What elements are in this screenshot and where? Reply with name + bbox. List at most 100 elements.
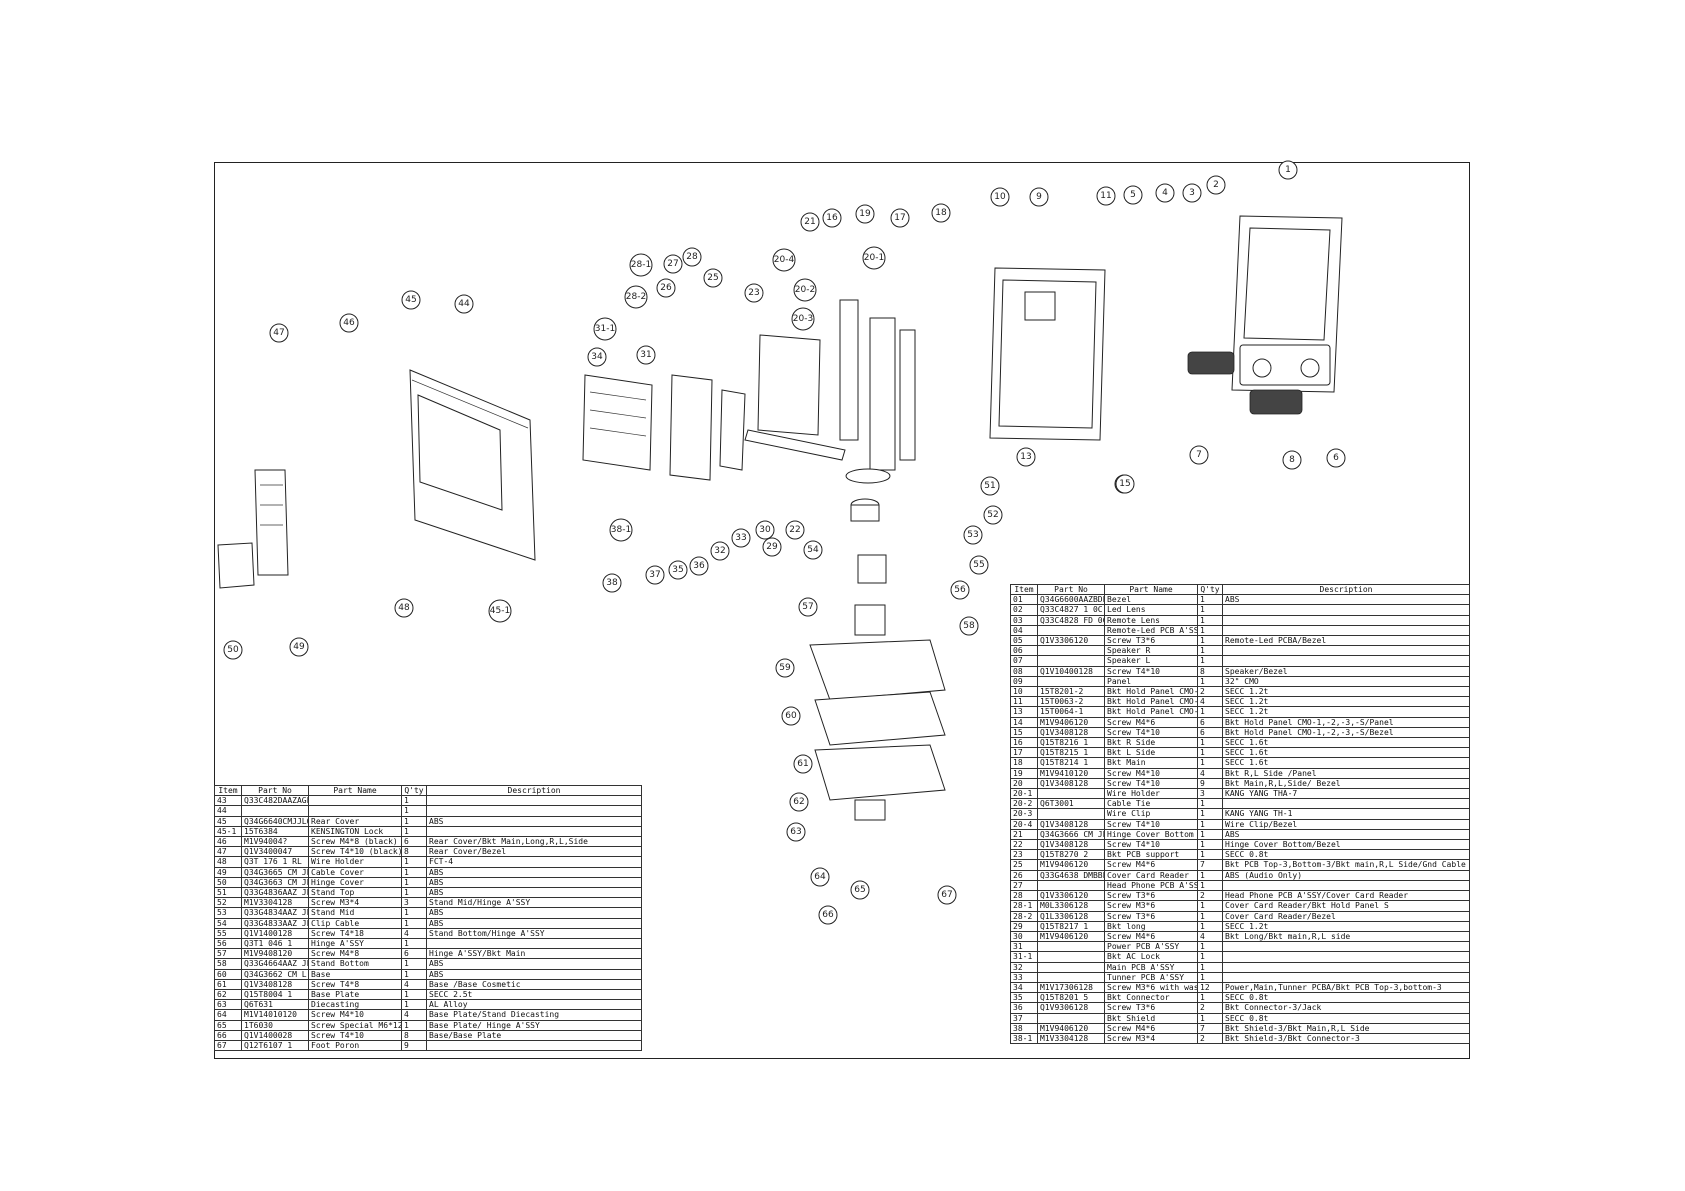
cell-description: SECC 1.6t <box>1222 737 1470 749</box>
balloon-10: 10 <box>990 187 1010 207</box>
balloon-circle <box>789 792 809 812</box>
balloon-callouts: 12345678910111314151617181920-120-220-32… <box>223 160 1346 925</box>
cell-part-no <box>1037 675 1105 688</box>
cell-description: SECC 1.2t <box>1222 696 1470 708</box>
cell-item: 05 <box>1010 635 1038 647</box>
header-item: Item <box>214 784 242 797</box>
cell-item: 60 <box>214 968 242 980</box>
balloon-23: 23 <box>744 283 764 303</box>
balloon-37: 37 <box>645 565 665 585</box>
cell-qty: 1 <box>401 938 427 950</box>
balloon-label: 48 <box>398 603 410 613</box>
cell-part-name: Stand Mid <box>308 907 402 919</box>
balloon-circle <box>850 880 870 900</box>
cell-description <box>1222 961 1470 973</box>
cell-qty: 1 <box>401 999 427 1011</box>
balloon-label: 60 <box>785 711 797 721</box>
cell-description <box>1222 604 1470 616</box>
balloon-label: 63 <box>790 827 801 837</box>
cell-part-no <box>1037 1012 1105 1024</box>
cell-qty: 1 <box>1197 971 1223 983</box>
balloon-50: 50 <box>223 640 243 660</box>
balloon-64: 64 <box>810 867 830 887</box>
balloon-31-1: 31-1 <box>593 317 617 341</box>
balloon-label: 33 <box>735 533 746 543</box>
cell-description: Head Phone PCB A'SSY/Cover Card Reader <box>1222 890 1470 902</box>
cell-item: 36 <box>1010 1002 1038 1014</box>
balloon-label: 59 <box>779 663 791 673</box>
balloon-49: 49 <box>289 637 309 657</box>
balloon-label: 47 <box>273 328 284 338</box>
cell-part-name: Wire Holder <box>1104 788 1198 800</box>
balloon-label: 37 <box>649 570 660 580</box>
balloon-47: 47 <box>269 323 289 343</box>
cell-qty: 1 <box>401 866 427 878</box>
balloon-circle <box>1189 445 1209 465</box>
balloon-label: 54 <box>807 545 819 555</box>
cell-qty: 1 <box>1197 614 1223 626</box>
cell-description: Stand Mid/Hinge A'SSY <box>426 897 642 909</box>
cell-item: 20-2 <box>1010 798 1038 810</box>
cell-item: 27 <box>1010 879 1038 892</box>
balloon-20-1: 20-1 <box>862 246 886 270</box>
cell-item: 63 <box>214 999 242 1011</box>
cell-part-no: Q15T8215 1 <box>1037 747 1105 759</box>
balloon-label: 6 <box>1333 453 1339 463</box>
pcb-shield-parts <box>582 374 746 481</box>
cell-part-no: Q1V9306128 <box>1037 1002 1105 1014</box>
cell-description: ABS <box>426 917 642 929</box>
cell-part-name: Bkt Connector <box>1104 992 1198 1004</box>
balloon-31: 31 <box>636 345 656 365</box>
balloon-label: 17 <box>894 213 905 223</box>
cell-part-no: Q1V3306120 <box>1037 635 1105 647</box>
cell-description: AL Alloy <box>426 999 642 1011</box>
cell-qty: 6 <box>1197 716 1223 728</box>
balloon-label: 16 <box>826 213 838 223</box>
balloon-label: 57 <box>802 602 813 612</box>
balloon-33: 33 <box>731 528 751 548</box>
cell-description: ABS <box>426 815 642 827</box>
cell-item: 31 <box>1010 941 1038 953</box>
balloon-60: 60 <box>781 706 801 726</box>
cell-qty: 1 <box>1197 869 1223 881</box>
balloon-17: 17 <box>890 208 910 228</box>
balloon-28: 28 <box>682 247 702 267</box>
balloon-circle <box>803 540 823 560</box>
cell-part-name: Main PCB A'SSY <box>1104 961 1198 973</box>
cell-description: Hinge Cover Bottom/Bezel <box>1222 839 1470 851</box>
parts-list-table-right: Item Part No Part Name Q'ty Description … <box>1010 583 1470 1045</box>
balloon-label: 56 <box>954 585 966 595</box>
cell-part-name: Screw T4*10 <box>1104 818 1198 830</box>
cell-qty: 6 <box>1197 726 1223 739</box>
cell-item: 13 <box>1010 706 1038 718</box>
cell-item: 09 <box>1010 675 1038 688</box>
cell-part-name: Stand Top <box>308 887 402 899</box>
cell-qty: 1 <box>1197 675 1223 688</box>
cell-qty: 4 <box>1197 767 1223 779</box>
cell-part-no: Q1V3408128 <box>1037 818 1105 830</box>
cell-item: 28 <box>1010 890 1038 902</box>
header-item: Item <box>1010 583 1038 596</box>
cell-item: 22 <box>1010 839 1038 851</box>
cell-qty: 1 <box>1197 961 1223 973</box>
cell-part-no <box>1037 941 1105 953</box>
cell-qty: 1 <box>1197 828 1223 841</box>
cell-item: 29 <box>1010 920 1038 932</box>
cell-item: 06 <box>1010 645 1038 657</box>
cell-description: ABS (Audio Only) <box>1222 869 1470 881</box>
